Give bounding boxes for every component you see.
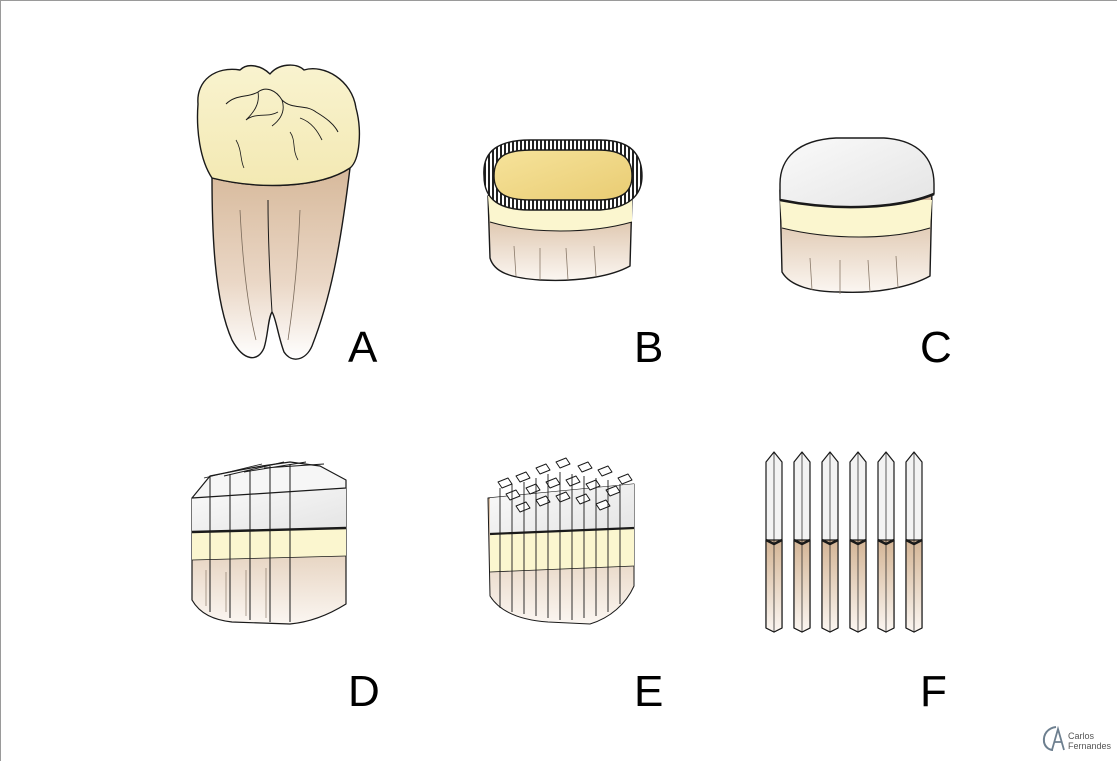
rod-1 — [766, 452, 782, 632]
isolated-rods-drawing — [766, 452, 922, 632]
molar-root — [212, 168, 350, 359]
rod-2 — [794, 452, 810, 632]
panel-label-b: B — [634, 326, 663, 370]
molar-crown — [198, 65, 360, 185]
rod-bundle-drawing — [488, 458, 634, 624]
rod-5 — [878, 452, 894, 632]
rod-6 — [906, 452, 922, 632]
panel-label-d: D — [348, 670, 380, 714]
panel-label-e: E — [634, 670, 663, 714]
rod-3 — [822, 452, 838, 632]
panel-label-f: F — [920, 670, 947, 714]
panel-label-a: A — [348, 326, 377, 370]
author-credit: Carlos Fernandes — [1040, 724, 1117, 754]
rod-4 — [850, 452, 866, 632]
cut-block-pulp-drawing — [484, 140, 642, 280]
author-logo-icon — [1040, 724, 1068, 754]
cut-block-enamel-drawing — [780, 138, 934, 294]
credit-line-1: Carlos — [1068, 731, 1111, 741]
panel-label-c: C — [920, 326, 952, 370]
molar-drawing — [198, 65, 360, 359]
credit-line-2: Fernandes — [1068, 741, 1111, 751]
block-b-pulp — [494, 150, 632, 200]
slab-sections-drawing — [192, 462, 346, 624]
block-c-enamel-cap — [780, 138, 934, 207]
